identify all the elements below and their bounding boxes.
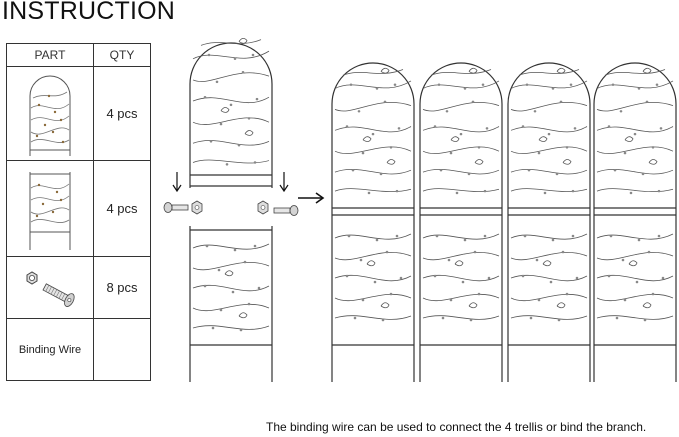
qty-cell: 4 pcs: [93, 160, 151, 257]
down-arrow-icon: [279, 172, 289, 193]
qty-cell: 8 pcs: [93, 256, 151, 319]
page-title: INSTRUCTION: [2, 0, 176, 25]
assembled-trellis: [331, 62, 415, 382]
right-arrow-icon: [298, 192, 325, 204]
parts-table: PART QTY 4 pcs: [6, 43, 151, 381]
nut-icon: [257, 200, 269, 215]
table-row: Binding Wire: [6, 318, 151, 381]
trellis-top-panel-icon: [29, 75, 71, 156]
trellis-bottom-panel: [189, 226, 273, 382]
down-arrow-icon: [172, 172, 182, 193]
trellis-top-panel: [189, 37, 273, 188]
binding-wire-note: The binding wire can be used to connect …: [266, 420, 647, 434]
part-cell: [6, 66, 94, 161]
table-row: 8 pcs: [6, 256, 151, 319]
nut-icon: [191, 200, 203, 215]
table-header-row: PART QTY: [6, 43, 151, 67]
nut-and-bolt-icon: [26, 270, 75, 307]
table-row: 4 pcs: [6, 160, 151, 257]
binding-wire-label: Binding Wire: [6, 318, 94, 381]
table-row: 4 pcs: [6, 66, 151, 161]
header-part: PART: [6, 43, 94, 67]
assembled-trellis: [507, 62, 591, 382]
part-cell: [6, 160, 94, 257]
qty-cell: [93, 318, 151, 381]
bolt-icon: [273, 205, 299, 216]
trellis-bottom-panel-icon: [29, 171, 71, 250]
header-qty: QTY: [93, 43, 151, 67]
assembled-trellis: [419, 62, 503, 382]
assembled-trellis: [593, 62, 677, 382]
qty-cell: 4 pcs: [93, 66, 151, 161]
bolt-icon: [163, 202, 189, 213]
